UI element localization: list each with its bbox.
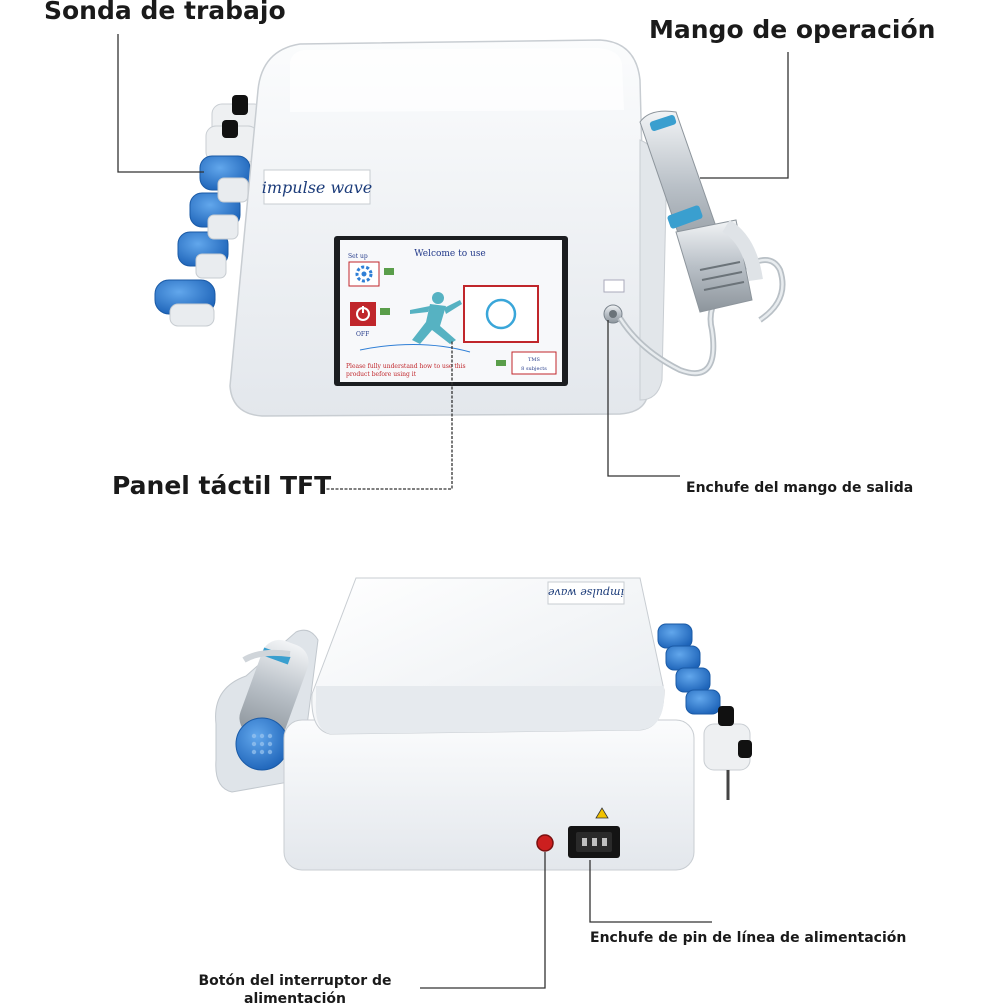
operation-handpiece bbox=[639, 110, 763, 313]
screen-notice-1: Please fully understand how to use this bbox=[346, 363, 466, 370]
brand-badge bbox=[263, 169, 371, 205]
callout-mango bbox=[700, 52, 789, 179]
screen-notice-2: product before using it bbox=[346, 371, 417, 378]
callout-enchufe-salida bbox=[607, 320, 680, 477]
label-tft-panel: Panel táctil TFT bbox=[112, 471, 332, 500]
info-box-line-2: 8 subjects bbox=[521, 366, 547, 372]
screen-off-label: OFF bbox=[356, 331, 369, 338]
label-power-switch-button: Botón del interruptor de alimentación bbox=[198, 973, 392, 1007]
tft-screen: Welcome to use Set up OFF Please fully u… bbox=[334, 236, 568, 386]
screen-setup-label: Set up bbox=[348, 253, 368, 260]
screen-title: Welcome to use bbox=[414, 249, 486, 259]
callout-boton bbox=[420, 852, 546, 989]
power-pin-socket bbox=[568, 807, 620, 858]
start-box bbox=[463, 285, 539, 343]
label-operation-handle: Mango de operación bbox=[649, 15, 936, 44]
callout-enchufe-pin bbox=[589, 860, 712, 923]
top-device: impulse wave Welcome to use Set up OFF bbox=[154, 39, 786, 417]
power-switch-button bbox=[536, 834, 554, 852]
probe-rack-right bbox=[657, 623, 752, 800]
brand-text: impulse wave bbox=[262, 178, 372, 197]
device-body-rear bbox=[283, 719, 695, 871]
label-power-pin-socket: Enchufe de pin de línea de alimentación bbox=[590, 930, 907, 946]
screen-info-box bbox=[511, 351, 557, 375]
brand-text-rear: impulse wave bbox=[548, 586, 624, 599]
probe-rack-left bbox=[154, 95, 265, 327]
power-off-icon bbox=[350, 302, 376, 326]
callout-panel bbox=[322, 340, 453, 490]
callout-lines bbox=[117, 34, 789, 989]
label-work-probe: Sonda de trabajo bbox=[44, 0, 286, 25]
runner-figure bbox=[410, 292, 462, 344]
output-socket bbox=[603, 279, 625, 324]
bottom-device: impulse wave bbox=[215, 577, 752, 871]
label-output-handle-socket: Enchufe del mango de salida bbox=[686, 480, 914, 496]
info-box-line-1: TMS bbox=[528, 357, 540, 363]
callout-sonda bbox=[117, 34, 204, 173]
